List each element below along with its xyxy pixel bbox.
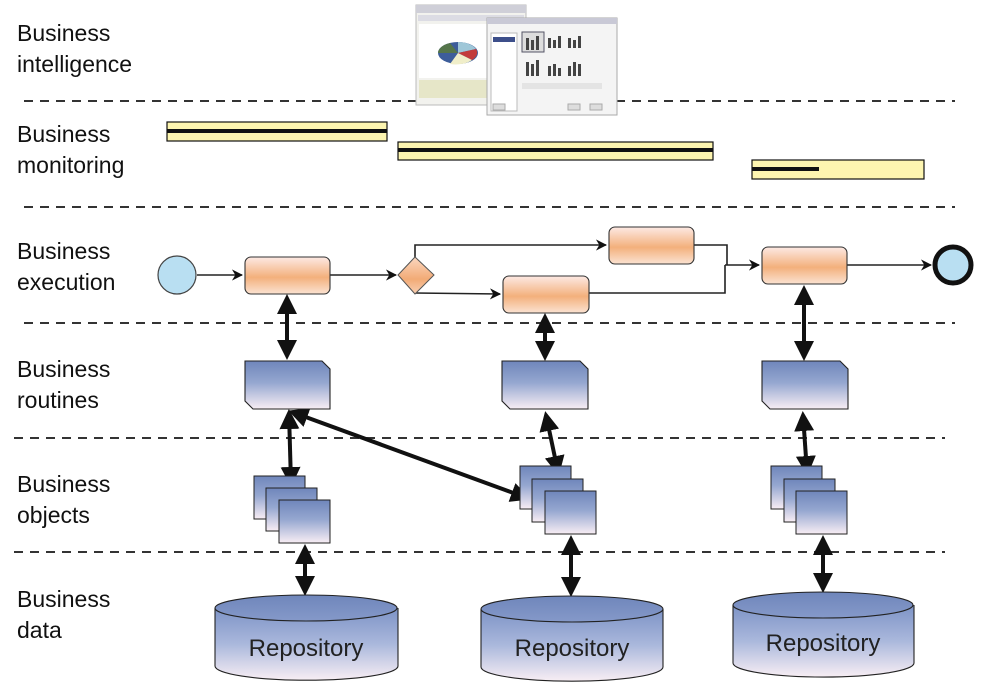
label-line: objects	[17, 502, 90, 528]
pie-chart-icon	[438, 42, 478, 65]
flow-upper-to-merge	[694, 244, 728, 265]
flow-lower-to-merge	[589, 265, 726, 294]
business-routines	[244, 360, 849, 410]
object-stack-1[interactable]	[253, 475, 331, 544]
start-event-icon[interactable]	[157, 255, 197, 295]
flow-gateway-to-lower	[414, 288, 502, 300]
task-3[interactable]	[761, 246, 848, 285]
monitor-bar-3-progress	[752, 167, 819, 171]
arrow-routine1-objects1	[279, 409, 301, 487]
object-stack-3[interactable]	[770, 465, 848, 535]
label-line: Business	[17, 20, 111, 46]
label-line: Business	[17, 471, 111, 497]
task-2-lower[interactable]	[502, 275, 590, 314]
link-arrows	[277, 285, 833, 597]
arrow-routine3-objects3	[794, 411, 816, 476]
label-line: monitoring	[17, 152, 125, 178]
decision-gateway-icon[interactable]	[397, 256, 435, 295]
layer-label-objects: Business objects	[17, 469, 110, 531]
arrow-routine2-objects2	[539, 411, 565, 476]
object-stack-2[interactable]	[519, 465, 597, 535]
business-objects	[253, 465, 848, 544]
repository-3[interactable]: Repository	[732, 591, 915, 678]
label-line: execution	[17, 269, 116, 295]
arrow-routine1-objects2	[288, 408, 531, 502]
routine-1[interactable]	[244, 360, 331, 410]
layer-label-intelligence: Business intelligence	[17, 18, 132, 80]
monitor-bar-2-progress	[398, 148, 713, 152]
routine-2[interactable]	[501, 360, 589, 410]
label-line: Business	[17, 586, 111, 612]
repository-label: Repository	[766, 630, 881, 657]
label-line: data	[17, 617, 62, 643]
layer-label-monitoring: Business monitoring	[17, 119, 124, 181]
layer-label-data: Business data	[17, 584, 110, 646]
bar-chart-gallery-icon	[521, 31, 581, 76]
flow-gateway-to-upper	[414, 239, 608, 257]
label-line: Business	[17, 121, 111, 147]
task-1[interactable]	[244, 256, 331, 295]
process-flow	[157, 226, 974, 314]
bi-dashboard-thumbnail	[415, 4, 618, 116]
layer-label-routines: Business routines	[17, 354, 110, 416]
monitor-bar-1-progress	[167, 129, 387, 133]
routine-3[interactable]	[761, 360, 849, 410]
repository-1[interactable]: Repository	[214, 594, 399, 681]
label-line: Business	[17, 356, 111, 382]
repository-label: Repository	[249, 635, 364, 662]
repository-2[interactable]: Repository	[480, 595, 664, 682]
monitoring-bars	[166, 121, 925, 180]
label-line: routines	[17, 387, 99, 413]
label-line: intelligence	[17, 51, 133, 77]
layer-label-execution: Business execution	[17, 236, 115, 298]
label-line: Business	[17, 238, 111, 264]
task-2-upper[interactable]	[608, 226, 695, 265]
end-event-icon[interactable]	[932, 244, 974, 286]
repository-label: Repository	[515, 635, 630, 662]
